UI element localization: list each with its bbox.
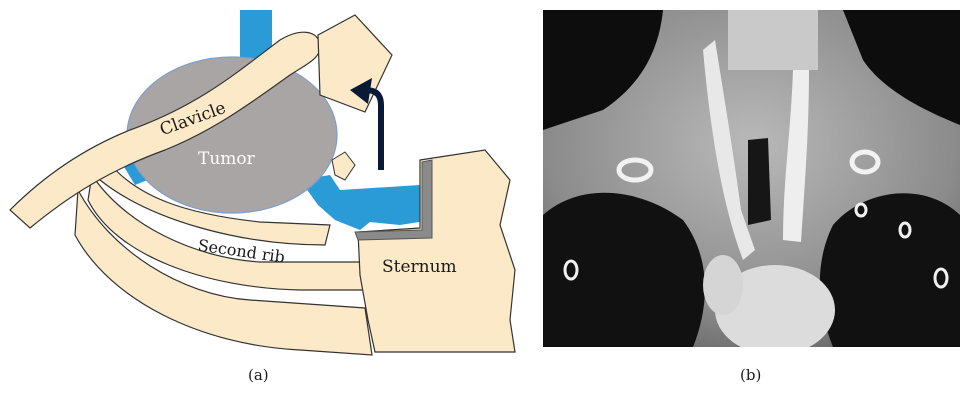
trachea (748, 138, 771, 225)
schematic-illustration: Clavicle Tumor Second rib Sternum (0, 0, 530, 394)
vessel-branch (300, 175, 432, 230)
schematic-svg: Clavicle Tumor Second rib Sternum (0, 0, 530, 394)
label-tumor: Tumor (198, 149, 256, 169)
spine-top (728, 10, 818, 70)
vessel-right (703, 255, 743, 315)
bone-fragment (332, 152, 355, 180)
ct-scan-image (543, 10, 960, 347)
ct-svg (543, 10, 960, 347)
sternum (358, 150, 515, 352)
caption-b: (b) (740, 366, 761, 384)
label-sternum: Sternum (382, 257, 457, 277)
caption-a: (a) (248, 366, 269, 384)
